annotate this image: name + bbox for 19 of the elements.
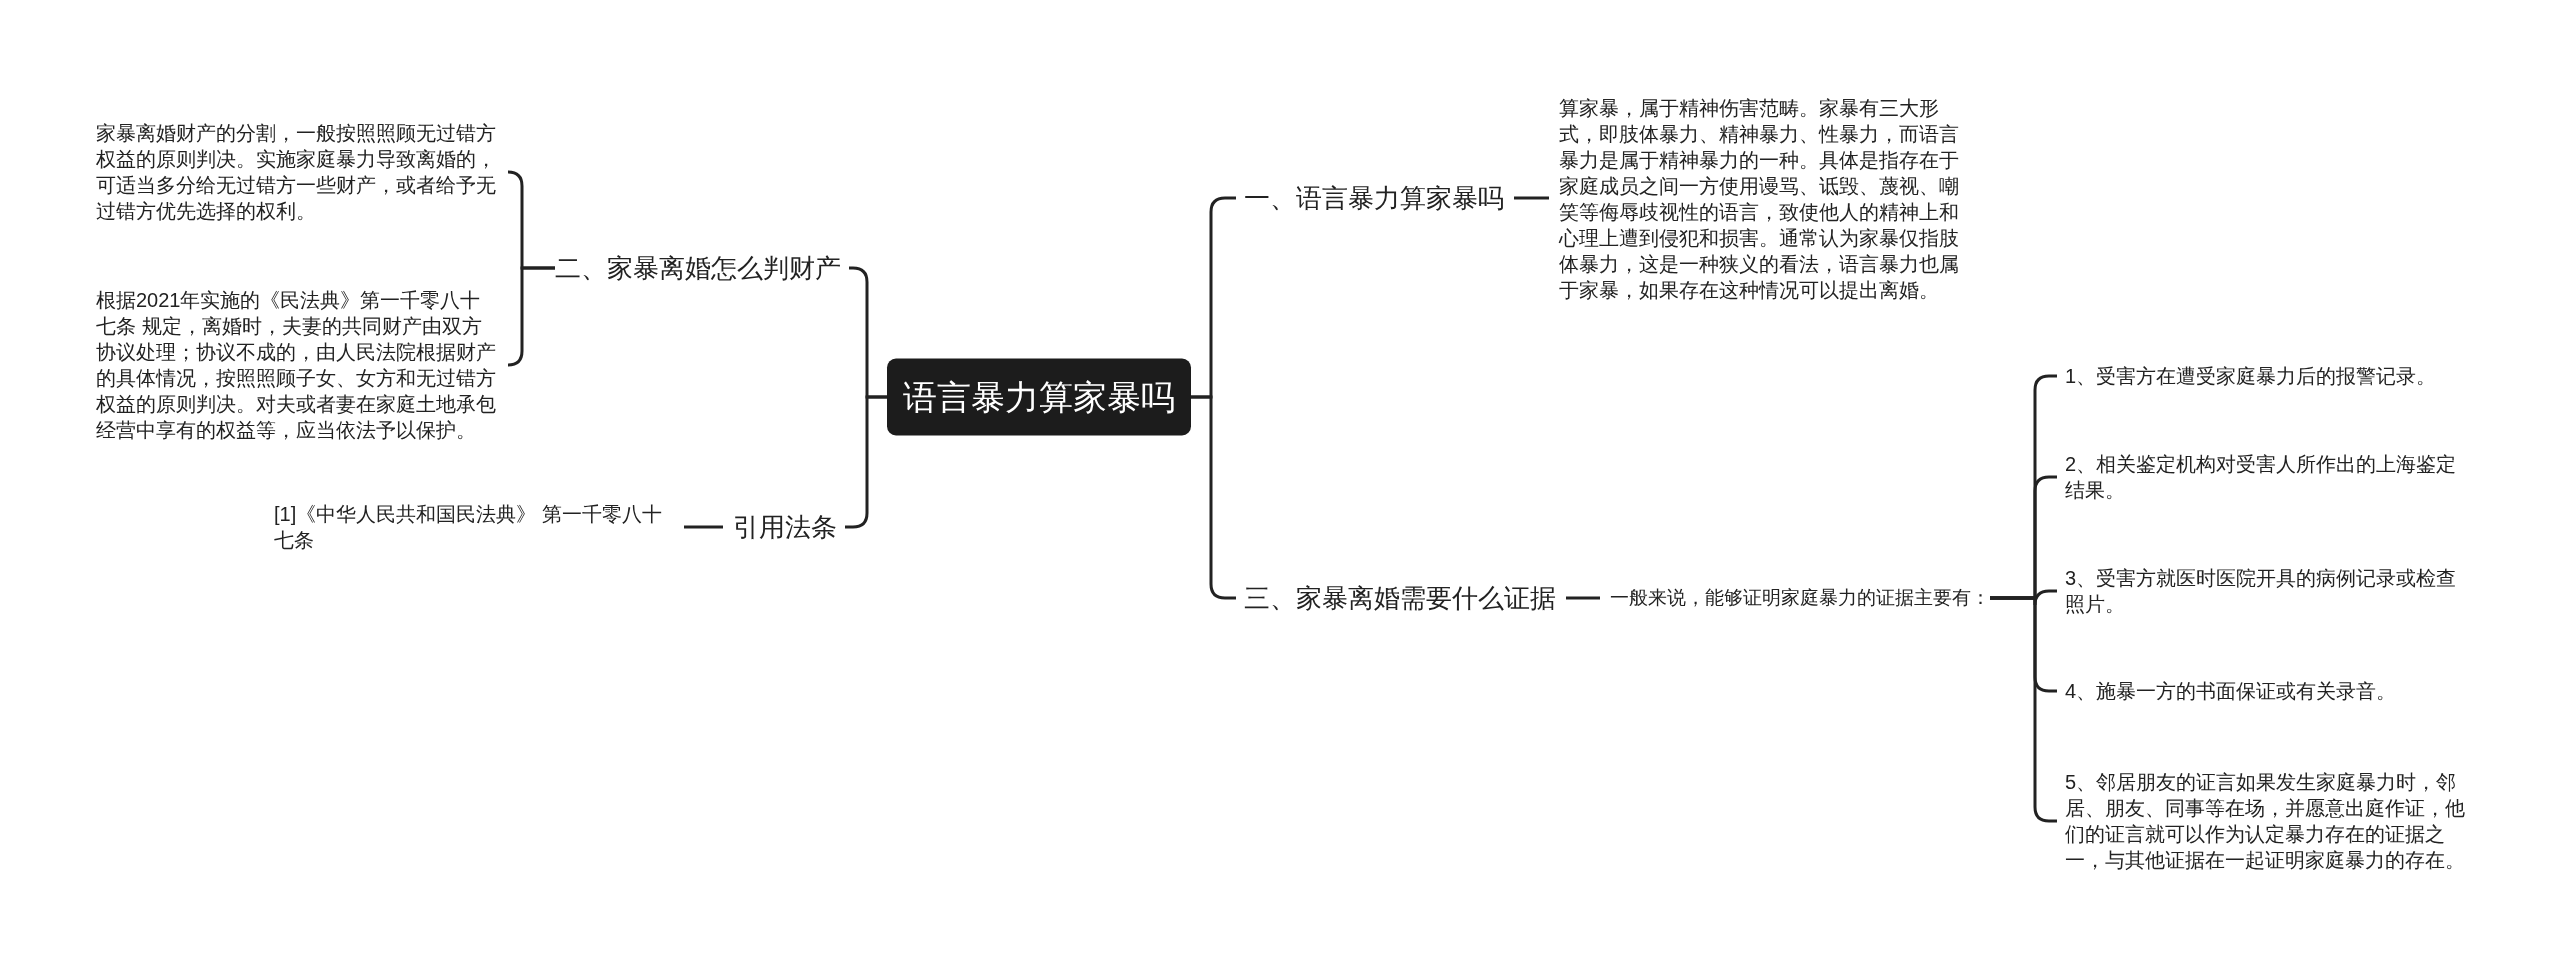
branch-topic: 二、家暴离婚怎么判财产 xyxy=(555,252,841,284)
note-text: [1]《中华人民共和国民法典》 第一千零八十七条 xyxy=(274,501,674,553)
connector-line xyxy=(1514,196,1549,200)
note-text: 算家暴，属于精神伤害范畴。家暴有三大形式，即肢体暴力、精神暴力、性暴力，而语言暴力是属于精神暴力的一种。具体是指存在于家庭成员之间一方使用谩骂、诋毁、蔑视、嘲笑等侮辱歧视性的语言，致使他人的精神上和心理上遭到侵犯和损害。通常认为家暴仅指肢体暴力，这是一种狭义的看法，语言暴力也属于家暴，如果存在这种情况可以提出离婚。 xyxy=(1559,95,1963,303)
branch-topic: 一、语言暴力算家暴吗 xyxy=(1244,182,1504,214)
list-item-text: 4、施暴一方的书面保证或有关录音。 xyxy=(2065,678,2475,704)
list-item-text: 1、受害方在遭受家庭暴力后的报警记录。 xyxy=(2065,363,2475,389)
note-text: 根据2021年实施的《民法典》第一千零八十七条 规定，离婚时，夫妻的共同财产由双方协议处理；协议不成的，由人民法院根据财产的具体情况，按照照顾子女、女方和无过错方权益的原则判决。对夫或者妻在家庭土地承包经营中享有的权益等，应当依法予以保护。 xyxy=(96,287,500,443)
connector-line xyxy=(1566,596,1600,600)
list-item-text: 3、受害方就医时医院开具的病例记录或检查照片。 xyxy=(2065,565,2475,617)
branch-topic: 三、家暴离婚需要什么证据 xyxy=(1244,582,1556,614)
branch-topic: 引用法条 xyxy=(733,511,837,543)
note-text: 家暴离婚财产的分割，一般按照照顾无过错方权益的原则判决。实施家庭暴力导致离婚的，可适当多分给无过错方一些财产，或者给予无过错方优先选择的权利。 xyxy=(96,120,500,224)
list-item-text: 2、相关鉴定机构对受害人所作出的上海鉴定结果。 xyxy=(2065,451,2475,503)
connector-line xyxy=(684,525,723,529)
connector-line xyxy=(506,266,555,367)
list-item-text: 5、邻居朋友的证言如果发生家庭暴力时，邻居、朋友、同事等在场，并愿意出庭作证，他们的证言就可以作为认定暴力存在的证据之一，与其他证据在一起证明家庭暴力的存在。 xyxy=(2065,769,2475,873)
central-topic-box: 语言暴力算家暴吗 xyxy=(887,358,1191,436)
subtopic-text: 一般来说，能够证明家庭暴力的证据主要有： xyxy=(1610,585,1990,611)
